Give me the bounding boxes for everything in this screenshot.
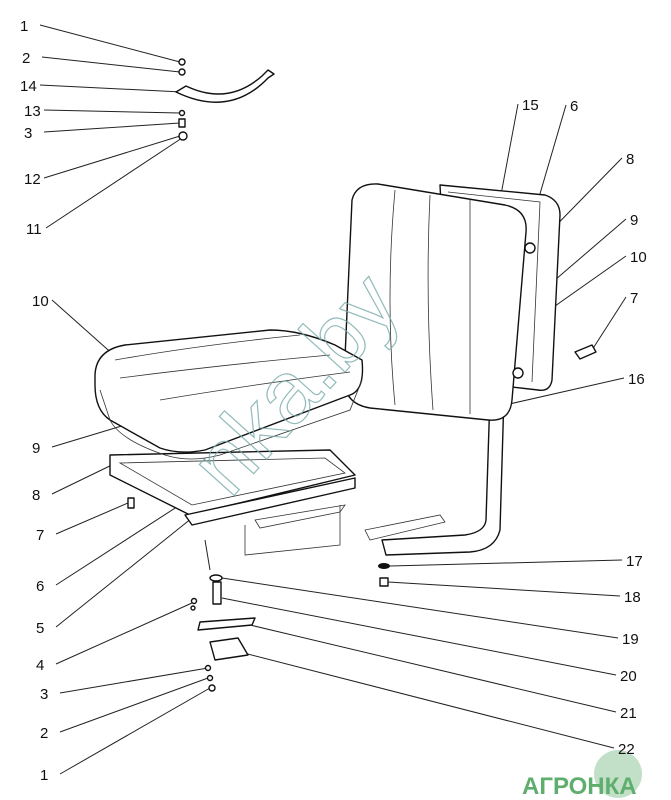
- callout-11: 11: [26, 221, 42, 238]
- callout-19: 19: [622, 631, 639, 648]
- leader-line: [51, 424, 126, 448]
- callout-6: 6: [36, 578, 44, 595]
- callout-21: 21: [620, 705, 637, 722]
- callout-16: 16: [628, 371, 645, 388]
- callout-1: 1: [40, 767, 48, 784]
- leader-line: [499, 103, 519, 201]
- leader-line: [59, 687, 211, 775]
- callout-7: 7: [630, 290, 638, 307]
- callout-15: 15: [522, 97, 539, 114]
- leader-line: [45, 137, 183, 229]
- callout-8: 8: [626, 151, 634, 168]
- leader-line: [55, 517, 193, 628]
- callout-17: 17: [626, 553, 643, 570]
- top-hardware: [175, 58, 275, 141]
- callout-13: 13: [24, 103, 41, 120]
- leader-lines: [39, 24, 627, 775]
- leader-line: [39, 84, 183, 93]
- leader-line: [221, 577, 619, 639]
- leader-line: [249, 624, 617, 713]
- callout-1: 1: [20, 18, 28, 35]
- leader-line: [387, 581, 621, 597]
- callout-5: 5: [36, 620, 44, 637]
- logo: АГРОНКА: [522, 750, 642, 800]
- logo-circle: [594, 750, 642, 798]
- callout-3: 3: [24, 125, 32, 142]
- leader-line: [389, 559, 623, 567]
- leader-line: [55, 502, 129, 535]
- leader-line: [239, 651, 615, 749]
- leader-line: [59, 677, 209, 733]
- leader-line: [504, 377, 625, 406]
- callout-10: 10: [32, 293, 49, 310]
- leader-line: [43, 135, 181, 179]
- leader-line: [39, 24, 181, 63]
- leader-line: [43, 122, 181, 133]
- callout-9: 9: [32, 440, 40, 457]
- leader-line: [51, 461, 119, 495]
- callout-10: 10: [630, 249, 647, 266]
- callout-2: 2: [22, 50, 30, 67]
- callout-3: 3: [40, 686, 48, 703]
- logo-text: АГРОНКА: [522, 773, 637, 800]
- backrest-cushion: [343, 183, 527, 421]
- callout-22: 22: [618, 741, 635, 758]
- seat-base: [109, 449, 356, 556]
- leader-line: [43, 109, 181, 114]
- callout-12: 12: [24, 171, 41, 188]
- leader-line: [41, 56, 181, 73]
- callout-6: 6: [570, 98, 578, 115]
- callout-9: 9: [630, 212, 638, 229]
- callout-4: 4: [36, 657, 44, 674]
- callout-20: 20: [620, 668, 637, 685]
- callout-2: 2: [40, 725, 48, 742]
- callout-7: 7: [36, 527, 44, 544]
- leader-line: [59, 667, 209, 694]
- leader-line: [55, 602, 193, 665]
- lower-hardware: [127, 344, 597, 692]
- leader-line: [221, 597, 617, 676]
- callout-8: 8: [32, 487, 40, 504]
- callout-14: 14: [20, 78, 37, 95]
- callout-18: 18: [624, 589, 641, 606]
- leader-line: [591, 296, 627, 351]
